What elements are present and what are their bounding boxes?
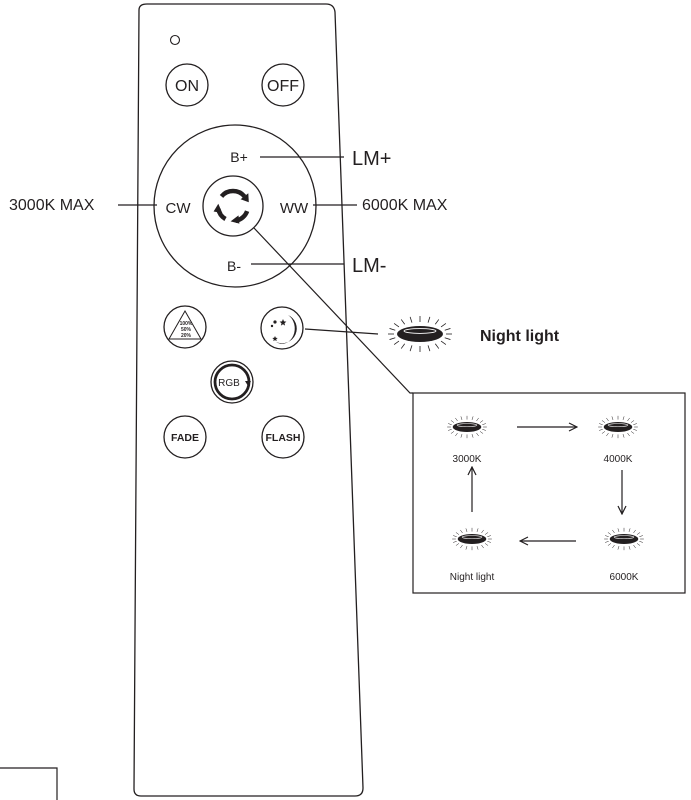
brightness-level-3: 20% bbox=[181, 333, 192, 339]
off-button[interactable]: OFF bbox=[261, 63, 305, 107]
warm-white-button[interactable]: WW bbox=[280, 200, 309, 217]
flash-button-label: FLASH bbox=[266, 432, 301, 444]
callout-lines bbox=[118, 156, 413, 394]
lamp-6000k-icon bbox=[604, 527, 644, 551]
cycle-step-3000k-label: 3000K bbox=[453, 454, 482, 465]
cycle-step-night-light-label: Night light bbox=[450, 572, 495, 583]
brightness-preset-button[interactable]: 100% 50% 20% bbox=[163, 305, 207, 349]
rgb-button[interactable]: RGB bbox=[210, 360, 254, 404]
night-mode-button[interactable] bbox=[260, 306, 304, 350]
rgb-cycle-arrow-icon bbox=[245, 381, 251, 386]
lamp-night-light-icon bbox=[452, 527, 492, 551]
cycle-arrows bbox=[472, 427, 622, 541]
cool-white-button[interactable]: CW bbox=[166, 200, 192, 217]
lamp-3000k-icon bbox=[447, 415, 487, 439]
brightness-level-1: 100% bbox=[180, 321, 193, 327]
fade-button[interactable]: FADE bbox=[163, 415, 207, 459]
rgb-button-label: RGB bbox=[218, 378, 240, 389]
night-light-lamp-icon bbox=[388, 316, 452, 352]
cycle-diagram-box bbox=[412, 392, 686, 594]
large-lamp-icon bbox=[388, 316, 452, 352]
ir-led-indicator bbox=[169, 34, 181, 46]
cycle-arrows-icon bbox=[213, 188, 250, 224]
cw-max-label: 3000K MAX bbox=[9, 197, 95, 214]
color-cycle-button[interactable] bbox=[202, 175, 264, 237]
brightness-down-button[interactable]: B- bbox=[227, 258, 241, 274]
brightness-level-2: 50% bbox=[181, 327, 192, 333]
partial-box bbox=[0, 767, 58, 800]
flash-button[interactable]: FLASH bbox=[261, 415, 305, 459]
cycle-step-6000k-label: 6000K bbox=[610, 572, 639, 583]
recycle-triangle-icon bbox=[168, 309, 202, 340]
remote-body bbox=[133, 3, 364, 797]
off-button-label: OFF bbox=[267, 78, 299, 95]
cycle-step-4000k-label: 4000K bbox=[604, 454, 633, 465]
on-button-label: ON bbox=[175, 78, 199, 95]
lm-plus-label: LM+ bbox=[352, 148, 391, 170]
night-light-label: Night light bbox=[480, 328, 560, 345]
stars-icon bbox=[270, 319, 287, 342]
ww-max-label: 6000K MAX bbox=[362, 197, 448, 214]
lamp-4000k-icon bbox=[598, 415, 638, 439]
lm-minus-label: LM- bbox=[352, 255, 386, 277]
brightness-up-button[interactable]: B+ bbox=[230, 149, 248, 165]
fade-button-label: FADE bbox=[171, 432, 199, 444]
on-button[interactable]: ON bbox=[165, 63, 209, 107]
